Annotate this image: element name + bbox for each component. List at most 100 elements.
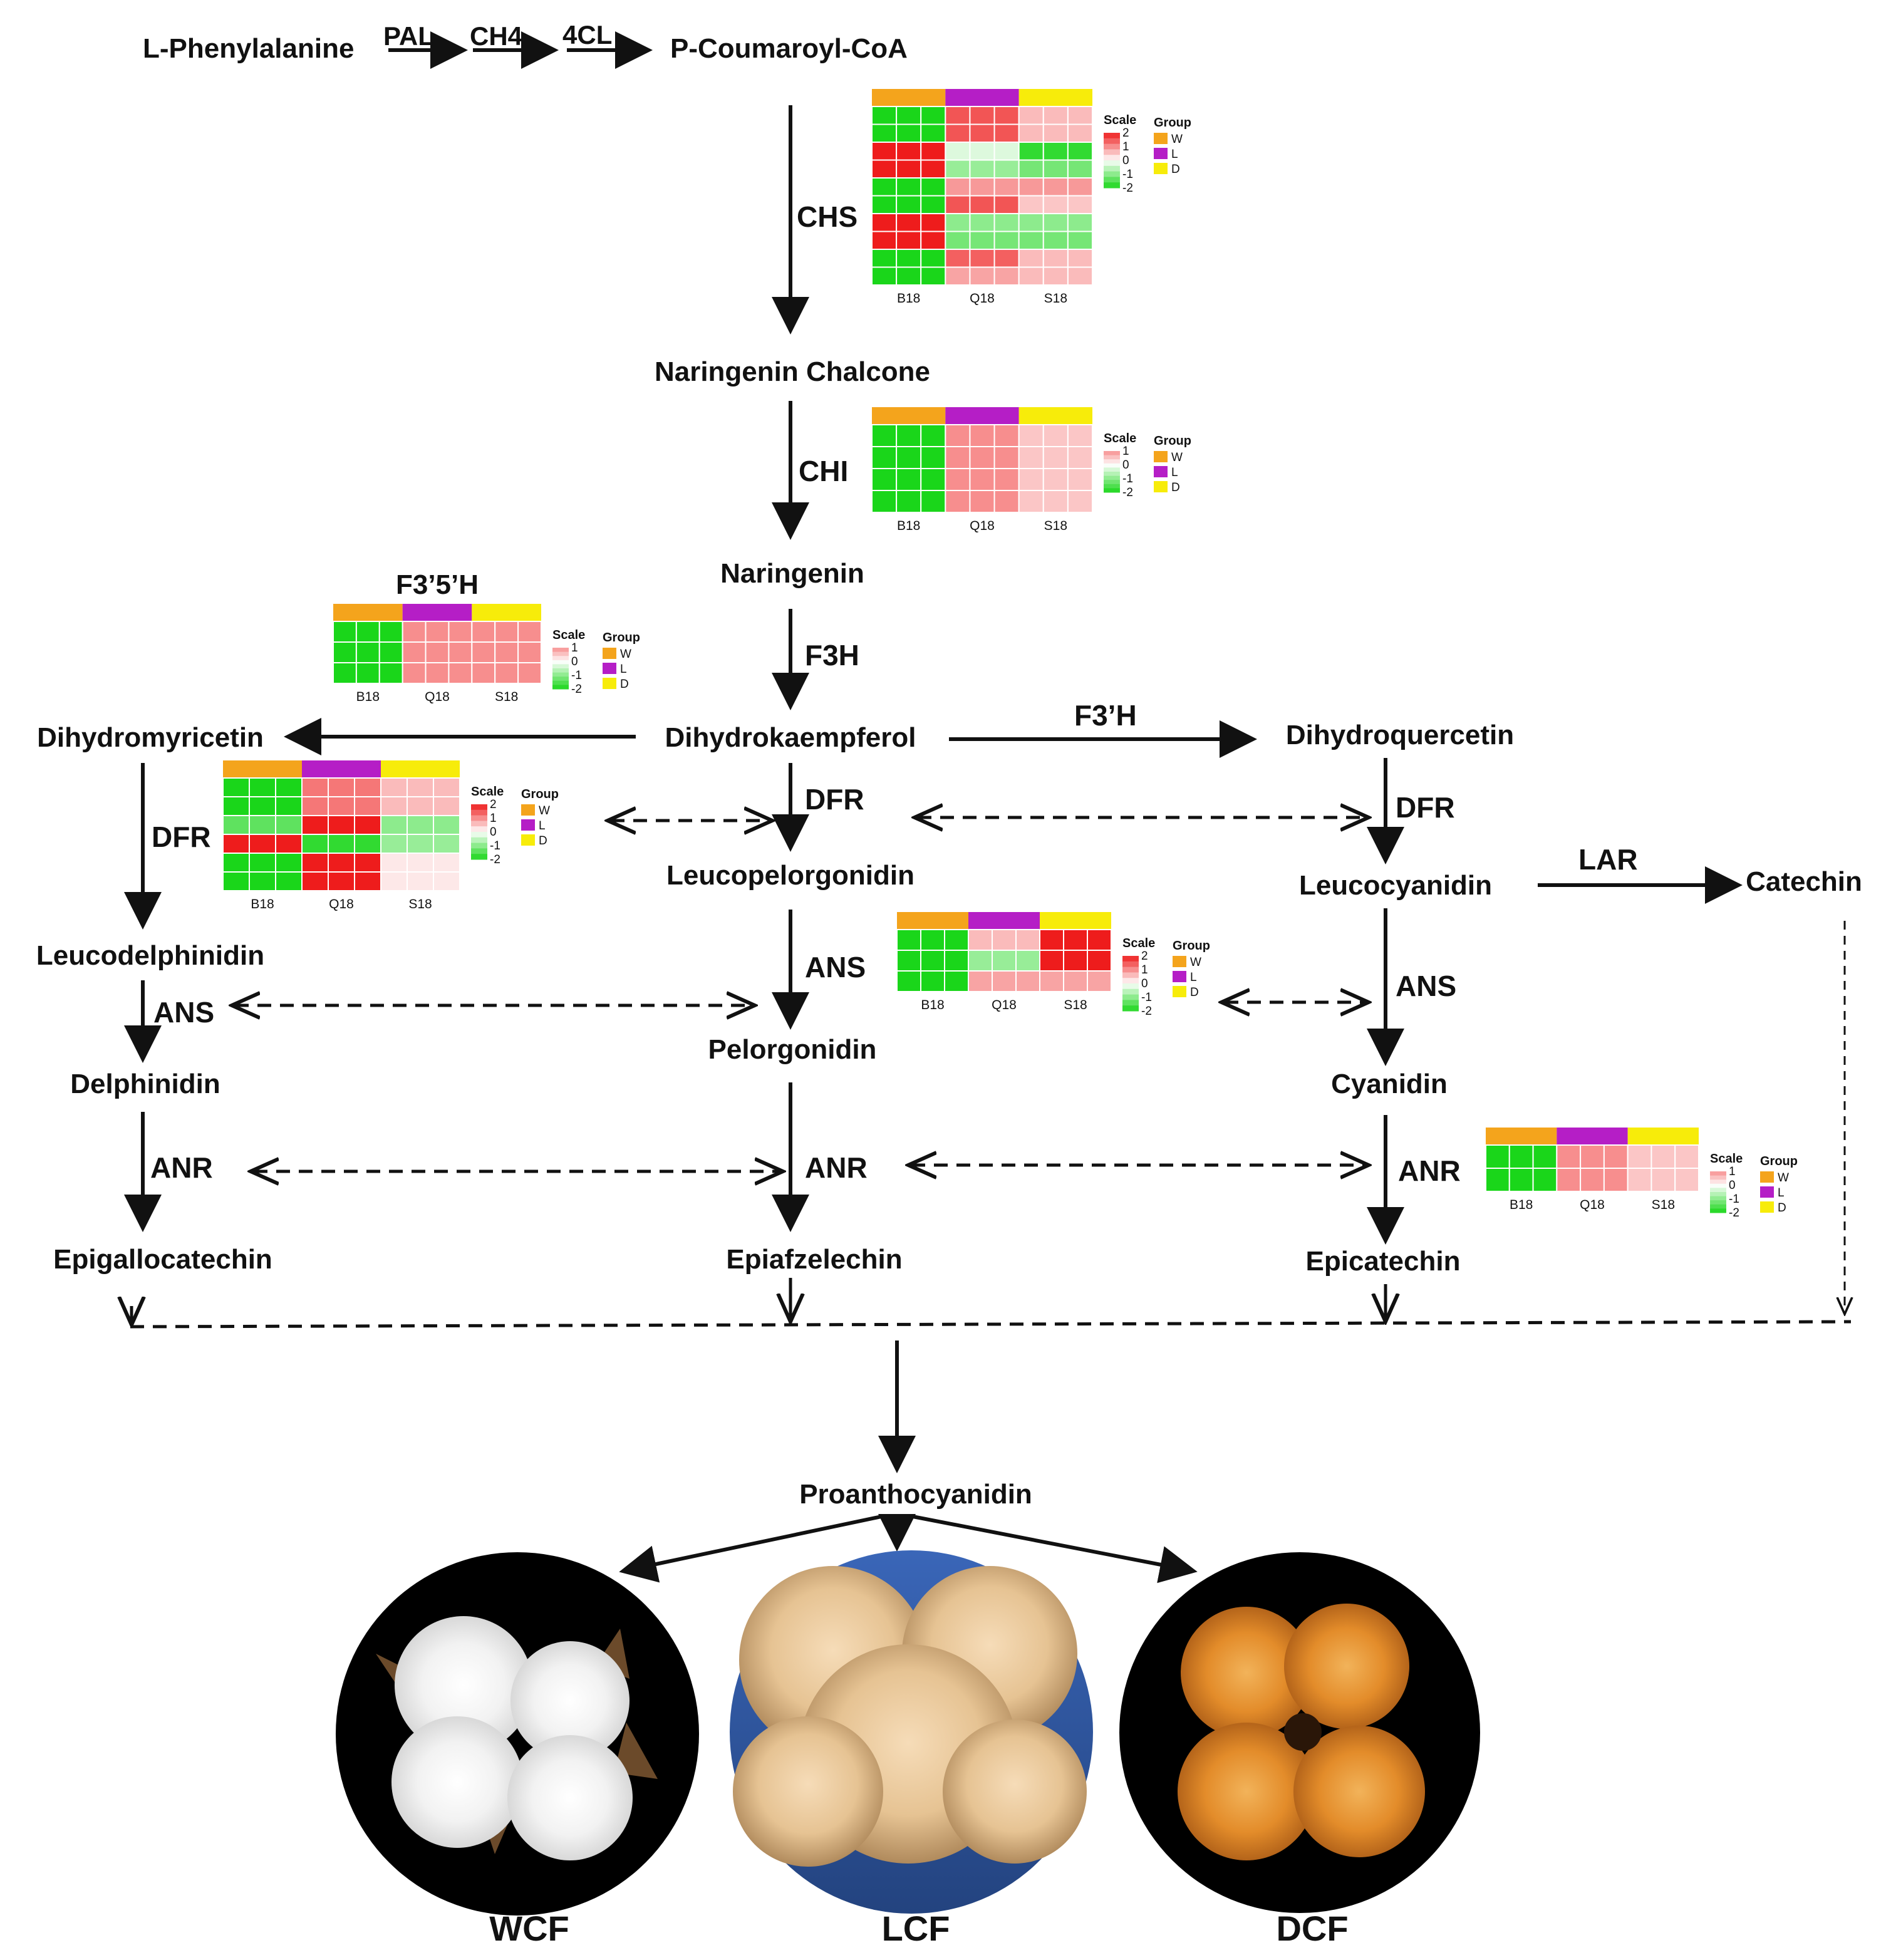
heatmap-cell bbox=[871, 177, 898, 197]
heatmap-group-swatch-W bbox=[1760, 1171, 1774, 1183]
heatmap-group-swatch-W bbox=[603, 648, 616, 659]
heatmap-cell bbox=[494, 641, 519, 663]
heatmap-cell bbox=[222, 834, 250, 854]
heatmap-cell bbox=[945, 159, 971, 179]
heatmap-cell bbox=[1063, 970, 1088, 992]
node-l-phenylalanine: L-Phenylalanine bbox=[143, 33, 354, 64]
heatmap-cell bbox=[380, 871, 408, 891]
node-dihydromyricetin: Dihydromyricetin bbox=[37, 722, 264, 753]
heatmap-cell bbox=[1627, 1168, 1652, 1192]
heatmap-scale-swatch bbox=[552, 660, 569, 665]
heatmap-scale-tick: 1 bbox=[1729, 1165, 1736, 1178]
heatmap-cell bbox=[1485, 1144, 1510, 1169]
heatmap-group-bar-L bbox=[402, 604, 472, 621]
heatmap-scale-swatch bbox=[1122, 983, 1139, 990]
heatmap-scale-swatch bbox=[1122, 956, 1139, 962]
heatmap-scale-swatch bbox=[552, 677, 569, 682]
heatmap-cell bbox=[1067, 213, 1094, 232]
heatmap-scale-swatch bbox=[1104, 182, 1120, 189]
heatmap-cell bbox=[222, 815, 250, 835]
heatmap-scale-tick: 0 bbox=[1122, 459, 1129, 472]
heatmap-scale-tick: 2 bbox=[1122, 127, 1129, 140]
heatmap-cell bbox=[433, 796, 460, 816]
heatmap-scale-swatch bbox=[1710, 1175, 1726, 1180]
heatmap-cell bbox=[301, 871, 329, 891]
heatmap-cell bbox=[328, 815, 355, 835]
heatmap-cell bbox=[871, 490, 898, 513]
enzyme-anr-left: ANR bbox=[150, 1151, 213, 1184]
heatmap-cell bbox=[494, 621, 519, 643]
heatmap-cell bbox=[896, 249, 922, 268]
heatmap-scale-swatch bbox=[471, 804, 487, 811]
heatmap-cell bbox=[920, 950, 945, 972]
heatmap-cell bbox=[945, 249, 971, 268]
heatmap-cell bbox=[354, 777, 381, 797]
heatmap-title: F3’5’H bbox=[396, 569, 479, 600]
heatmap-group-bar-D bbox=[1040, 912, 1111, 930]
enzyme-ch4: CH4 bbox=[470, 21, 523, 51]
heatmap-scale-swatch bbox=[1710, 1192, 1726, 1197]
heatmap-sample-label: S18 bbox=[1652, 1198, 1675, 1212]
heatmap-group-title: Group bbox=[1173, 939, 1210, 953]
heatmap-sample-label: S18 bbox=[1064, 998, 1087, 1012]
heatmap-cell bbox=[1015, 970, 1040, 992]
heatmap-cell bbox=[968, 970, 993, 992]
heatmap-scale-swatch bbox=[1104, 160, 1120, 167]
heatmap-group-swatch-D bbox=[1154, 481, 1168, 492]
heatmap-group-label: L bbox=[1190, 971, 1197, 984]
heatmap-scale-swatch bbox=[1104, 484, 1120, 489]
heatmap-scale-tick: 0 bbox=[571, 655, 578, 668]
enzyme-labels: PAL CH4 4CL CHS CHI F3H F3’H DFR DFR DFR… bbox=[150, 20, 1638, 1187]
heatmap-cell bbox=[433, 871, 460, 891]
heatmap-group-label: W bbox=[1171, 133, 1183, 146]
heatmap-cell bbox=[969, 213, 995, 232]
heatmap-cell bbox=[425, 641, 450, 663]
heatmap-cell bbox=[945, 142, 971, 161]
wcf-lobe bbox=[510, 1641, 630, 1760]
heatmap-cell bbox=[896, 195, 922, 214]
heatmap-cell bbox=[945, 468, 971, 491]
heatmap-cell bbox=[1042, 249, 1069, 268]
enzyme-ans-right: ANS bbox=[1396, 970, 1456, 1002]
heatmap-cell bbox=[301, 853, 329, 873]
heatmap-cell bbox=[945, 123, 971, 143]
heatmap-cell bbox=[945, 106, 971, 125]
heatmap-cell bbox=[1532, 1144, 1558, 1169]
heatmap-cell bbox=[969, 249, 995, 268]
heatmap-scale-swatch bbox=[552, 656, 569, 661]
heatmap-group-title: Group bbox=[1154, 116, 1191, 130]
heatmap-cell bbox=[448, 621, 473, 643]
heatmap-cell bbox=[407, 815, 434, 835]
heatmap-cell bbox=[1067, 446, 1094, 469]
heatmap-scale-tick: 1 bbox=[490, 812, 497, 825]
node-naringenin: Naringenin bbox=[720, 558, 864, 589]
heatmap-cell bbox=[1067, 123, 1094, 143]
dcf-lobe bbox=[1284, 1604, 1409, 1729]
enzyme-chs: CHS bbox=[797, 200, 858, 233]
heatmap-cell bbox=[871, 446, 898, 469]
heatmap-cell bbox=[969, 266, 995, 286]
heatmap-group-bar-D bbox=[1627, 1128, 1699, 1145]
heatmap-cell bbox=[896, 177, 922, 197]
fiber-label-wcf: WCF bbox=[489, 1909, 569, 1948]
heatmap-scale-swatch bbox=[1104, 138, 1120, 145]
heatmap-cell bbox=[1018, 213, 1044, 232]
heatmap-cell bbox=[1067, 177, 1094, 197]
heatmap-scale-swatch bbox=[471, 854, 487, 860]
heatmap-cell bbox=[896, 490, 922, 513]
heatmap-cell bbox=[1674, 1168, 1699, 1192]
heatmap-cell bbox=[871, 231, 898, 250]
heatmap-cell bbox=[378, 621, 403, 643]
heatmap-sample-label: B18 bbox=[356, 690, 380, 704]
heatmap-cell bbox=[1556, 1168, 1582, 1192]
heatmap-group-bar-D bbox=[1018, 407, 1092, 425]
heatmap-group-label: W bbox=[1778, 1171, 1789, 1185]
heatmap-cell bbox=[993, 231, 1020, 250]
heatmap-cell bbox=[993, 123, 1020, 143]
heatmap-cell bbox=[1039, 970, 1064, 992]
heatmap-group-label: D bbox=[1190, 986, 1199, 999]
heatmap-scale-swatch bbox=[1104, 455, 1120, 460]
heatmap-cell bbox=[402, 621, 427, 643]
heatmap-cell bbox=[993, 490, 1020, 513]
heatmap-cell bbox=[1018, 424, 1044, 447]
